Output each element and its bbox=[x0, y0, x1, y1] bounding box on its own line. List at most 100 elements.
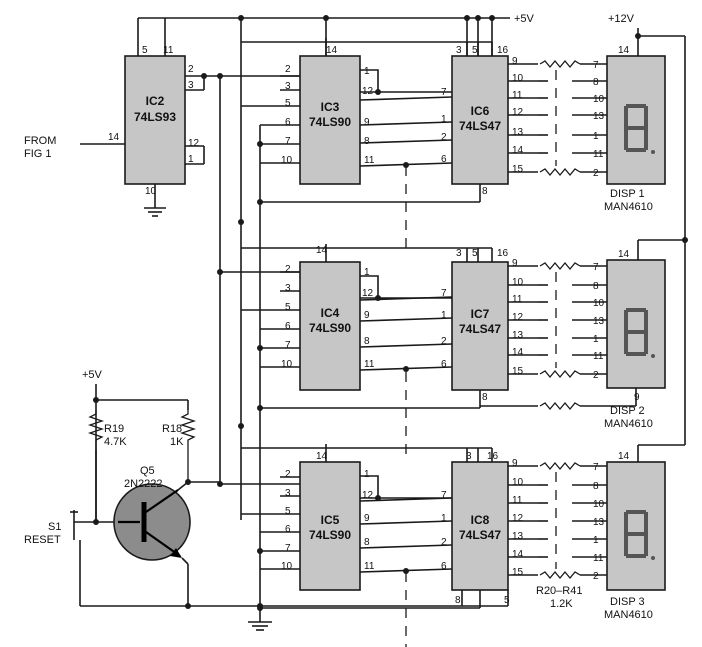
svg-text:14: 14 bbox=[512, 549, 524, 560]
svg-text:6: 6 bbox=[285, 321, 291, 332]
svg-text:14: 14 bbox=[512, 145, 524, 156]
svg-text:13: 13 bbox=[512, 531, 524, 542]
svg-text:12: 12 bbox=[512, 107, 524, 118]
svg-text:3: 3 bbox=[188, 80, 194, 91]
svg-text:12: 12 bbox=[512, 513, 524, 524]
svg-text:8: 8 bbox=[482, 186, 488, 197]
svg-text:10: 10 bbox=[145, 186, 157, 197]
svg-text:8: 8 bbox=[364, 136, 370, 147]
svg-text:74LS90: 74LS90 bbox=[309, 528, 351, 542]
svg-text:12: 12 bbox=[512, 312, 524, 323]
svg-text:3: 3 bbox=[285, 488, 291, 499]
ic8-decoder: IC8 74LS47 3 16 7 1 2 6 8 5 9 10 11 12 1… bbox=[441, 451, 524, 606]
svg-text:12: 12 bbox=[188, 138, 200, 149]
transistor-part: 2N2222 bbox=[124, 478, 163, 490]
svg-text:1: 1 bbox=[364, 267, 370, 278]
svg-text:3: 3 bbox=[456, 45, 462, 56]
svg-text:2: 2 bbox=[285, 469, 291, 480]
svg-text:5: 5 bbox=[472, 248, 478, 259]
svg-text:9: 9 bbox=[512, 258, 518, 269]
svg-text:74LS90: 74LS90 bbox=[309, 321, 351, 335]
display-pin-label: 11 bbox=[593, 553, 604, 564]
svg-text:3: 3 bbox=[466, 451, 472, 462]
svg-text:15: 15 bbox=[512, 567, 524, 578]
svg-text:3: 3 bbox=[285, 283, 291, 294]
svg-text:14: 14 bbox=[316, 451, 328, 462]
display-pin-label: 10 bbox=[593, 298, 605, 309]
svg-text:16: 16 bbox=[497, 248, 509, 259]
svg-text:14: 14 bbox=[618, 45, 630, 56]
svg-text:9: 9 bbox=[364, 310, 370, 321]
svg-text:8: 8 bbox=[455, 595, 461, 606]
svg-text:2: 2 bbox=[441, 132, 447, 143]
svg-text:7: 7 bbox=[441, 490, 447, 501]
display-2-part: MAN4610 bbox=[604, 418, 653, 430]
svg-text:10: 10 bbox=[281, 561, 293, 572]
svg-text:1: 1 bbox=[364, 469, 370, 480]
svg-text:3: 3 bbox=[285, 81, 291, 92]
svg-text:6: 6 bbox=[441, 154, 447, 165]
svg-text:9: 9 bbox=[634, 392, 640, 403]
svg-text:6: 6 bbox=[441, 561, 447, 572]
transistor-ref: Q5 bbox=[140, 465, 155, 477]
display-pin-label: 7 bbox=[593, 262, 599, 273]
display-pin-label: 7 bbox=[593, 462, 599, 473]
supply-label-12v: +12V bbox=[608, 13, 635, 25]
display-pin-label: 13 bbox=[593, 316, 605, 327]
svg-text:9: 9 bbox=[512, 458, 518, 469]
svg-text:11: 11 bbox=[512, 495, 523, 506]
svg-text:8: 8 bbox=[364, 537, 370, 548]
svg-text:14: 14 bbox=[108, 132, 120, 143]
display-pin-label: 1 bbox=[593, 131, 599, 142]
svg-text:11: 11 bbox=[364, 561, 375, 572]
display-pin-label: 13 bbox=[593, 111, 605, 122]
ic3-decade-counter: IC3 74LS90 14 2 3 5 6 7 10 1 12 9 8 11 bbox=[281, 45, 375, 185]
display-2: 14 9 DISP 2 MAN4610 bbox=[604, 249, 666, 430]
svg-text:5: 5 bbox=[285, 506, 291, 517]
svg-text:14: 14 bbox=[512, 347, 524, 358]
svg-text:2: 2 bbox=[285, 64, 291, 75]
switch-ref: S1 bbox=[48, 521, 61, 533]
svg-text:9: 9 bbox=[512, 56, 518, 67]
display-2-ref: DISP 2 bbox=[610, 405, 645, 417]
svg-text:14: 14 bbox=[316, 245, 328, 256]
ic6-decoder: IC6 74LS47 3 5 16 7 1 2 6 8 9 10 11 12 1… bbox=[441, 45, 524, 197]
display-pin-label: 10 bbox=[593, 94, 605, 105]
display-pin-label: 7 bbox=[593, 60, 599, 71]
display-pin-label: 13 bbox=[593, 517, 605, 528]
svg-text:8: 8 bbox=[482, 392, 488, 403]
display-pin-label: 8 bbox=[593, 77, 599, 88]
svg-text:5: 5 bbox=[285, 98, 291, 109]
svg-text:9: 9 bbox=[364, 117, 370, 128]
ic2-counter: IC2 74LS93 5 11 2 3 14 12 1 10 bbox=[80, 18, 220, 217]
svg-text:6: 6 bbox=[285, 117, 291, 128]
ic7-decoder: IC7 74LS47 3 5 16 7 1 2 6 8 9 10 11 12 1… bbox=[441, 248, 524, 403]
svg-text:1: 1 bbox=[441, 114, 447, 125]
svg-text:3: 3 bbox=[456, 248, 462, 259]
supply-bus-5v bbox=[238, 18, 244, 520]
svg-text:IC8: IC8 bbox=[471, 513, 490, 527]
display-pin-label: 10 bbox=[593, 499, 605, 510]
svg-text:11: 11 bbox=[163, 45, 174, 56]
display-3: 14 DISP 3 MAN4610 bbox=[604, 451, 666, 621]
svg-text:2: 2 bbox=[188, 64, 194, 75]
ic4-decade-counter: IC4 74LS90 14 2 3 5 6 7 10 1 12 9 8 11 bbox=[281, 245, 375, 391]
svg-text:10: 10 bbox=[512, 73, 524, 84]
svg-text:74LS90: 74LS90 bbox=[309, 115, 351, 129]
svg-text:7: 7 bbox=[285, 136, 291, 147]
ground-bus bbox=[248, 125, 272, 631]
svg-text:2: 2 bbox=[285, 264, 291, 275]
reset-circuit bbox=[70, 384, 509, 609]
svg-text:11: 11 bbox=[364, 155, 375, 166]
svg-text:IC2: IC2 bbox=[146, 94, 165, 108]
svg-text:74LS93: 74LS93 bbox=[134, 110, 176, 124]
svg-text:7: 7 bbox=[441, 288, 447, 299]
svg-text:16: 16 bbox=[497, 45, 509, 56]
svg-text:2: 2 bbox=[441, 336, 447, 347]
display-pin-label: 1 bbox=[593, 535, 599, 546]
svg-text:10: 10 bbox=[281, 155, 293, 166]
svg-text:11: 11 bbox=[512, 90, 523, 101]
resistor-network-value: 1.2K bbox=[550, 598, 573, 610]
